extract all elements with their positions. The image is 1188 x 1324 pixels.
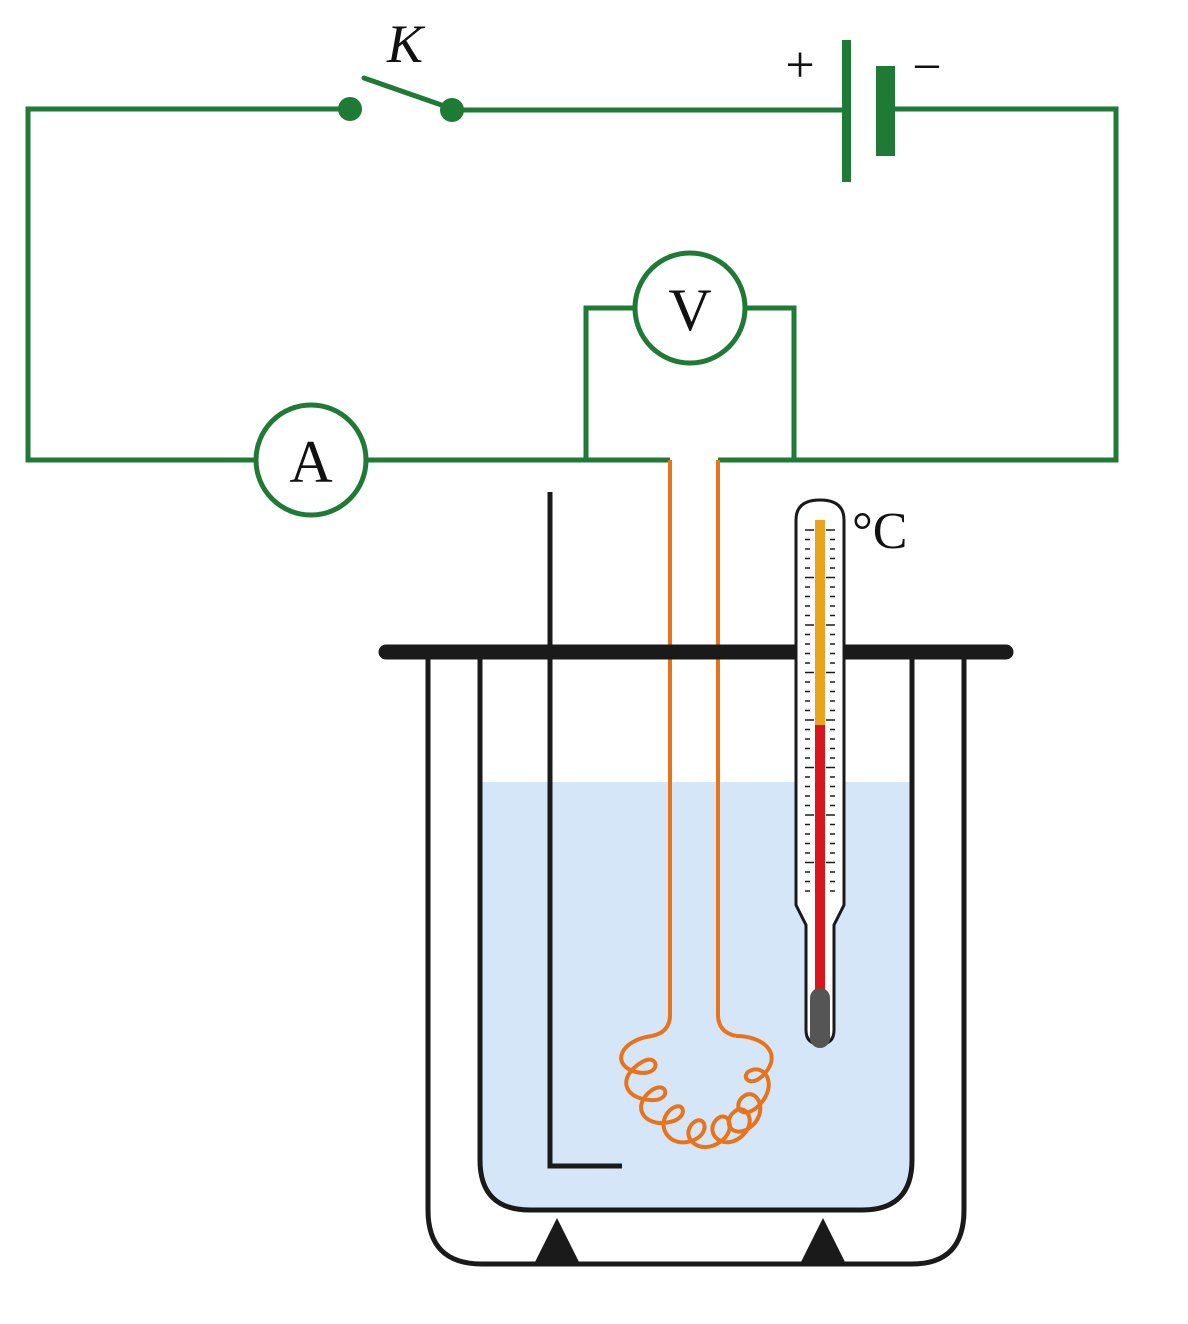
support-left <box>534 1218 580 1264</box>
switch-contact-left <box>338 97 362 121</box>
support-right <box>800 1218 846 1264</box>
circuit-wires <box>25 106 1119 463</box>
battery-positive-plate <box>842 40 851 182</box>
battery: + − <box>785 37 942 182</box>
ammeter-ring <box>253 402 369 518</box>
battery-negative-plate <box>876 66 895 156</box>
voltmeter-label: V <box>668 277 711 343</box>
outer-vessel <box>425 658 967 1267</box>
voltmeter: V <box>632 250 748 366</box>
heater-coil <box>619 1034 774 1149</box>
mercury-lower <box>815 725 825 990</box>
thermometer: °C <box>794 498 907 1048</box>
wire-left-loop <box>25 106 350 463</box>
thermometer-bulb <box>810 988 830 1048</box>
heater-lead-left <box>651 460 672 1038</box>
inner-vessel <box>477 658 915 1213</box>
wire-voltmeter-left <box>583 305 636 460</box>
mercury-upper <box>815 520 825 725</box>
switch-lever <box>361 75 453 111</box>
wire-voltmeter-right <box>744 305 797 460</box>
switch-contact-right <box>440 98 464 122</box>
ammeter-label: A <box>289 429 332 495</box>
switch-label: K <box>386 14 426 74</box>
battery-plus-label: + <box>785 37 814 94</box>
battery-minus-label: − <box>912 39 941 96</box>
stirrer <box>547 492 622 1169</box>
heater-lead-right <box>716 460 737 1038</box>
switch-k: K <box>338 14 464 122</box>
wire-battery-to-right <box>718 106 1119 463</box>
ammeter: A <box>253 402 369 518</box>
heater <box>619 460 774 1149</box>
voltmeter-ring <box>632 250 748 366</box>
thermometer-unit-label: °C <box>852 503 907 560</box>
thermometer-scale <box>805 529 835 892</box>
calorimeter <box>425 492 967 1267</box>
